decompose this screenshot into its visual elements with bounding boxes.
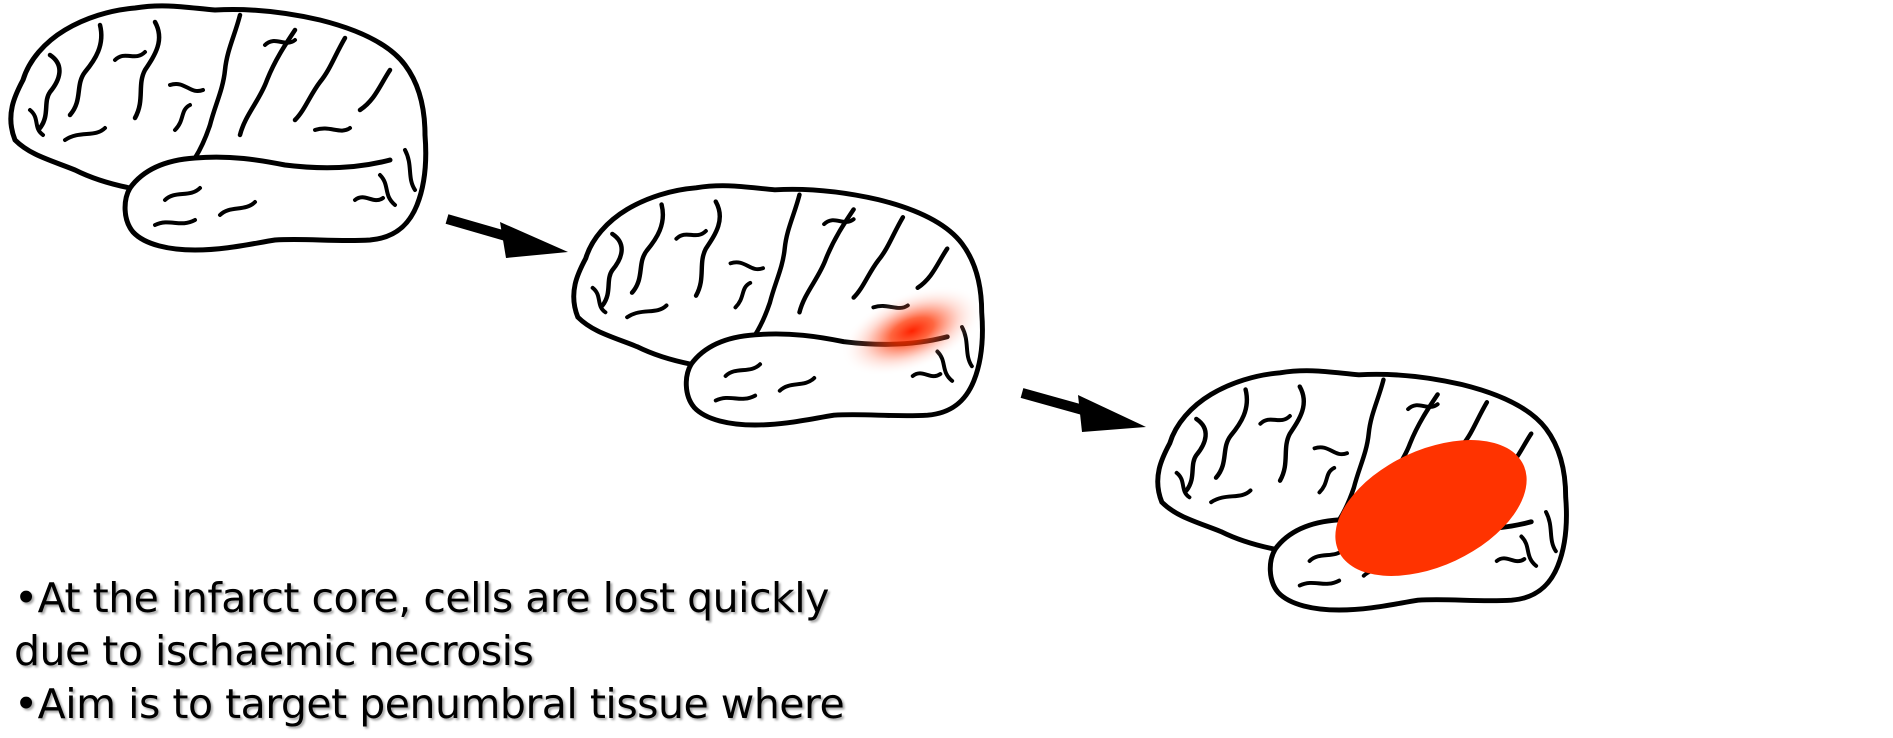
bullet-line-2: due to ischaemic necrosis <box>14 625 994 678</box>
brain-stage-1 <box>11 6 426 250</box>
bullet-line-1: •At the infarct core, cells are lost qui… <box>14 572 994 625</box>
bullet-text-block: •At the infarct core, cells are lost qui… <box>14 572 994 731</box>
arrow-2 <box>1022 393 1146 432</box>
bullet-line-3: •Aim is to target penumbral tissue where <box>14 678 994 731</box>
arrow-1 <box>447 219 568 258</box>
